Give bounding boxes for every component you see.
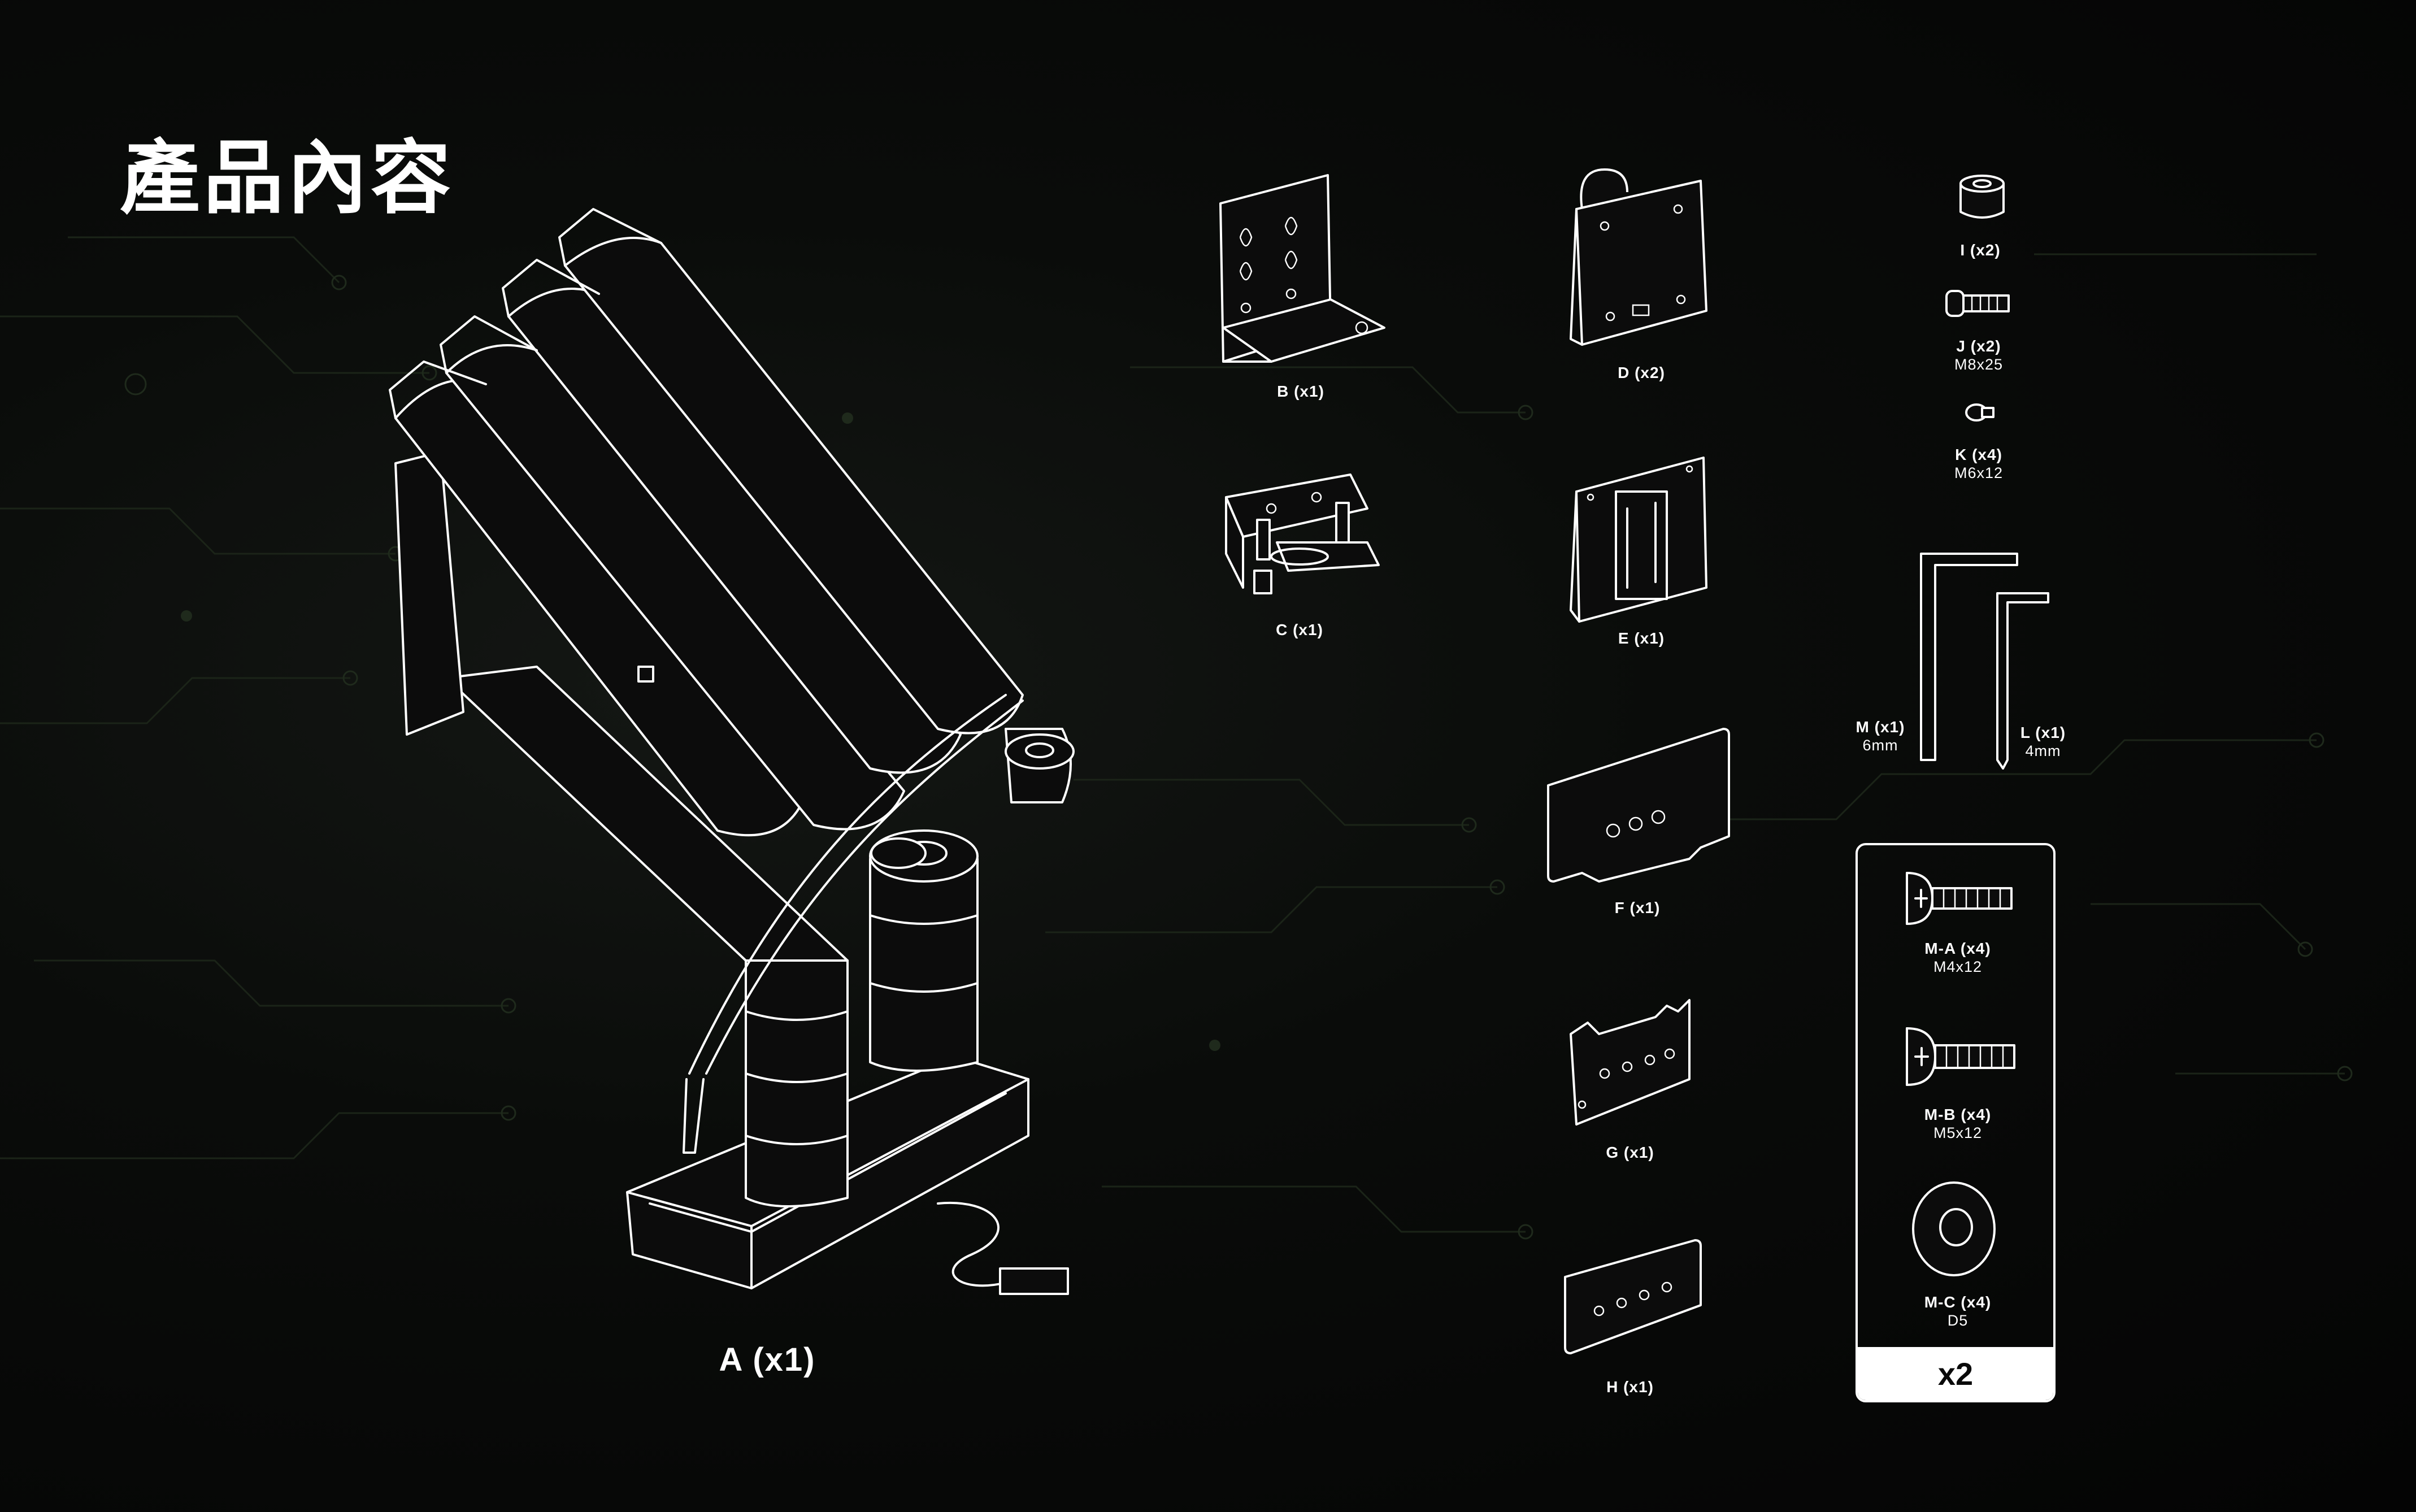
- part-d-label: D (x2): [1618, 364, 1665, 381]
- part-a-label: A (x1): [719, 1341, 816, 1378]
- part-m-label: M (x1)6mm: [1856, 718, 1905, 754]
- kit-item-m-c-label: M-C (x4)D5: [1924, 1293, 1992, 1329]
- hardware-kit-icons: [1906, 872, 2015, 1276]
- part-h-label: H (x1): [1606, 1378, 1654, 1396]
- kit-multiplier-text: x2: [1937, 1355, 1974, 1392]
- screw-m-a-icon: [1906, 872, 2013, 925]
- part-k-label: K (x4)M6x12: [1954, 446, 2004, 481]
- screw-m-b-icon: [1906, 1027, 2015, 1086]
- part-i-label: I (x2): [1960, 241, 2001, 259]
- part-l-label: L (x1)4mm: [2020, 724, 2066, 759]
- part-g-label: G (x1): [1606, 1144, 1654, 1161]
- part-b-label: B (x1): [1277, 383, 1324, 400]
- kit-item-m-b-label: M-B (x4)M5x12: [1924, 1106, 1992, 1141]
- kit-multiplier-badge: x2: [1858, 1347, 2053, 1400]
- part-j-label: J (x2)M8x25: [1954, 337, 2004, 373]
- hardware-kit-panel: M-A (x4)M4x12 M-B (x4)M5x12 M-C (x4)D5 x…: [1856, 843, 2056, 1402]
- part-e-label: E (x1): [1618, 629, 1665, 647]
- page-title: 產品內容: [120, 132, 454, 225]
- washer-m-c-icon: [1912, 1181, 1996, 1276]
- part-f-label: F (x1): [1614, 899, 1661, 916]
- part-c-label: C (x1): [1276, 621, 1323, 638]
- kit-item-m-a-label: M-A (x4)M4x12: [1924, 940, 1991, 975]
